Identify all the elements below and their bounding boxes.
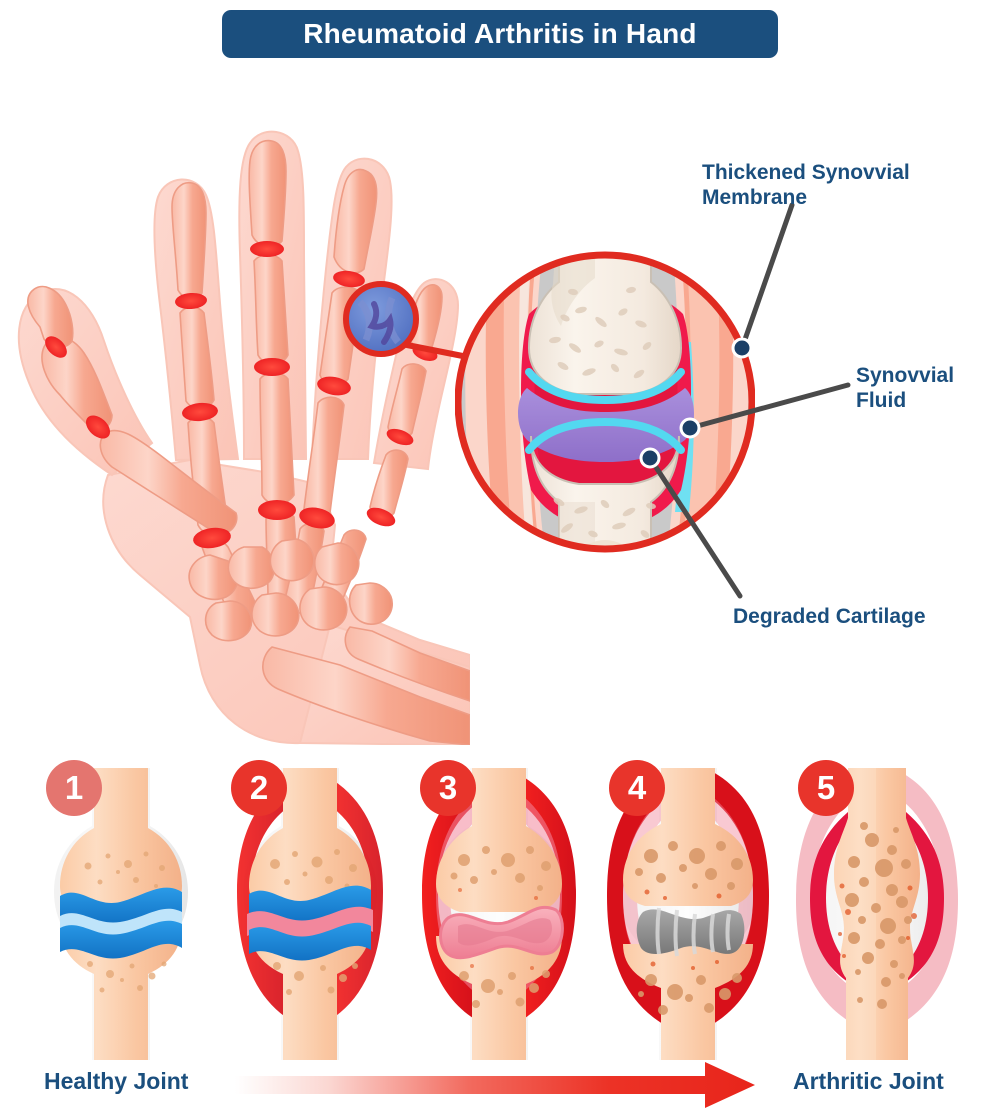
label-cartilage-line1: Degraded Cartilage xyxy=(733,605,926,628)
stage-badge-1: 1 xyxy=(46,760,102,816)
stage-badge-4: 4 xyxy=(609,760,665,816)
bone-cysts-4 xyxy=(635,841,743,1015)
leader-line-membrane xyxy=(739,202,795,351)
hand-bones xyxy=(27,139,470,745)
stage-number-5: 5 xyxy=(816,769,836,806)
hand-diagram xyxy=(17,130,470,745)
fibrous-pannus-4 xyxy=(636,909,745,954)
bone-inflammation-dots-5 xyxy=(838,883,917,958)
label-synovial-fluid: Synovvial Fluid xyxy=(856,363,996,413)
callout-leader-lines xyxy=(639,202,851,599)
stage-number-4: 4 xyxy=(627,769,647,806)
bone-erosion-dots-3 xyxy=(458,888,538,970)
label-membrane-line2: Membrane xyxy=(702,186,808,209)
label-fluid-line2: Fluid xyxy=(856,389,907,412)
caption-healthy-joint: Healthy Joint xyxy=(44,1068,189,1094)
cartilage-lower-2 xyxy=(249,922,371,961)
magnified-joint-cross-section xyxy=(455,251,755,553)
joint-stage-1 xyxy=(54,768,188,1060)
page-title-banner: Rheumatoid Arthritis in Hand xyxy=(222,10,778,58)
stage-badge-2: 2 xyxy=(231,760,287,816)
caption-arthritic-joint: Arthritic Joint xyxy=(793,1068,944,1094)
leader-line-fluid xyxy=(687,382,851,431)
finger-callout-circle[interactable] xyxy=(340,278,422,360)
cartilage-lower-1 xyxy=(60,920,182,959)
joint-stage-5 xyxy=(796,768,958,1060)
stage-number-2: 2 xyxy=(249,769,269,806)
lower-bone xyxy=(525,417,685,549)
stage-number-3: 3 xyxy=(438,769,458,806)
trabecular-texture-lower xyxy=(553,498,656,538)
joint-stage-3 xyxy=(422,768,576,1060)
bone-speckles-1 xyxy=(84,851,167,993)
pannus-striations-4 xyxy=(655,907,731,957)
label-degraded-cartilage: Degraded Cartilage xyxy=(733,604,993,629)
page-title: Rheumatoid Arthritis in Hand xyxy=(303,18,697,49)
fused-bone-5 xyxy=(834,768,920,1060)
inflamed-joints xyxy=(45,241,438,549)
leader-line-cartilage xyxy=(647,455,743,599)
joint-stage-2 xyxy=(237,768,383,1060)
magnifier-ring xyxy=(455,251,755,553)
cartilage-upper-2 xyxy=(249,885,371,923)
label-fluid-line1: Synovvial xyxy=(856,364,955,387)
label-membrane-line1: Thickened Synovvial xyxy=(702,161,910,184)
stage-number-1: 1 xyxy=(64,769,84,806)
leader-dot-cartilage xyxy=(639,447,661,469)
bone-inflammation-dots-4 xyxy=(644,889,722,970)
bone-cysts-5 xyxy=(845,822,912,1009)
label-thickened-synovial-membrane: Thickened Synovvial Membrane xyxy=(702,160,992,210)
cartilage-line-upper xyxy=(525,368,685,405)
bone-speckles-3 xyxy=(450,846,551,1008)
leader-dot-fluid xyxy=(679,417,701,439)
progression-arrow xyxy=(235,1062,755,1108)
stage-badge-5: 5 xyxy=(798,760,854,816)
upper-bone xyxy=(525,255,685,405)
cartilage-line-lower xyxy=(525,417,685,454)
cartilage-upper-1 xyxy=(60,887,182,925)
stage-badge-3: 3 xyxy=(420,760,476,816)
joint-stage-4 xyxy=(607,768,769,1060)
leader-dot-membrane xyxy=(731,337,753,359)
trabecular-texture-upper xyxy=(549,286,652,379)
